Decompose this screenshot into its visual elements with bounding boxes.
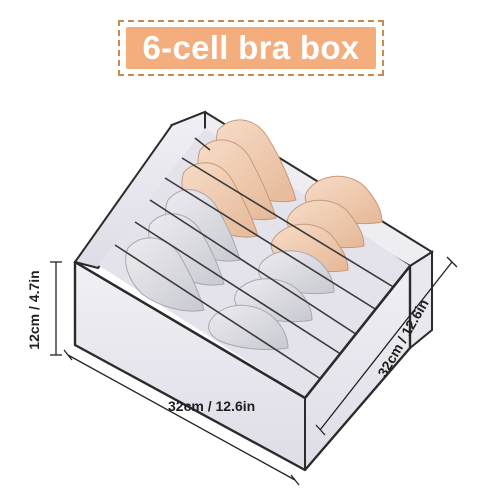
box-top-rim-right [304, 265, 411, 399]
cell-dividers [114, 137, 396, 386]
divider-4 [134, 221, 351, 361]
grey-cups [125, 189, 335, 351]
title-text: 6-cell bra box [142, 29, 360, 66]
divider-5 [114, 244, 331, 386]
height-dimension-label: 12cm / 4.7in [26, 270, 42, 350]
beige-cups [181, 119, 383, 273]
height-dimension-line [50, 261, 62, 356]
box-top-rim [74, 260, 306, 400]
divider-1 [194, 137, 211, 151]
title-banner: 6-cell bra box [118, 20, 384, 76]
depth-dimension-line [315, 256, 458, 436]
divider-2 [181, 157, 396, 289]
width-dimension-label: 32cm / 12.6in [168, 398, 256, 414]
divider-long [149, 199, 366, 341]
width-dimension-line [63, 349, 300, 486]
cup-grey-6 [208, 304, 289, 351]
box-left-wall [73, 110, 206, 270]
title-banner-fill [126, 27, 376, 69]
divider-3 [164, 177, 381, 313]
